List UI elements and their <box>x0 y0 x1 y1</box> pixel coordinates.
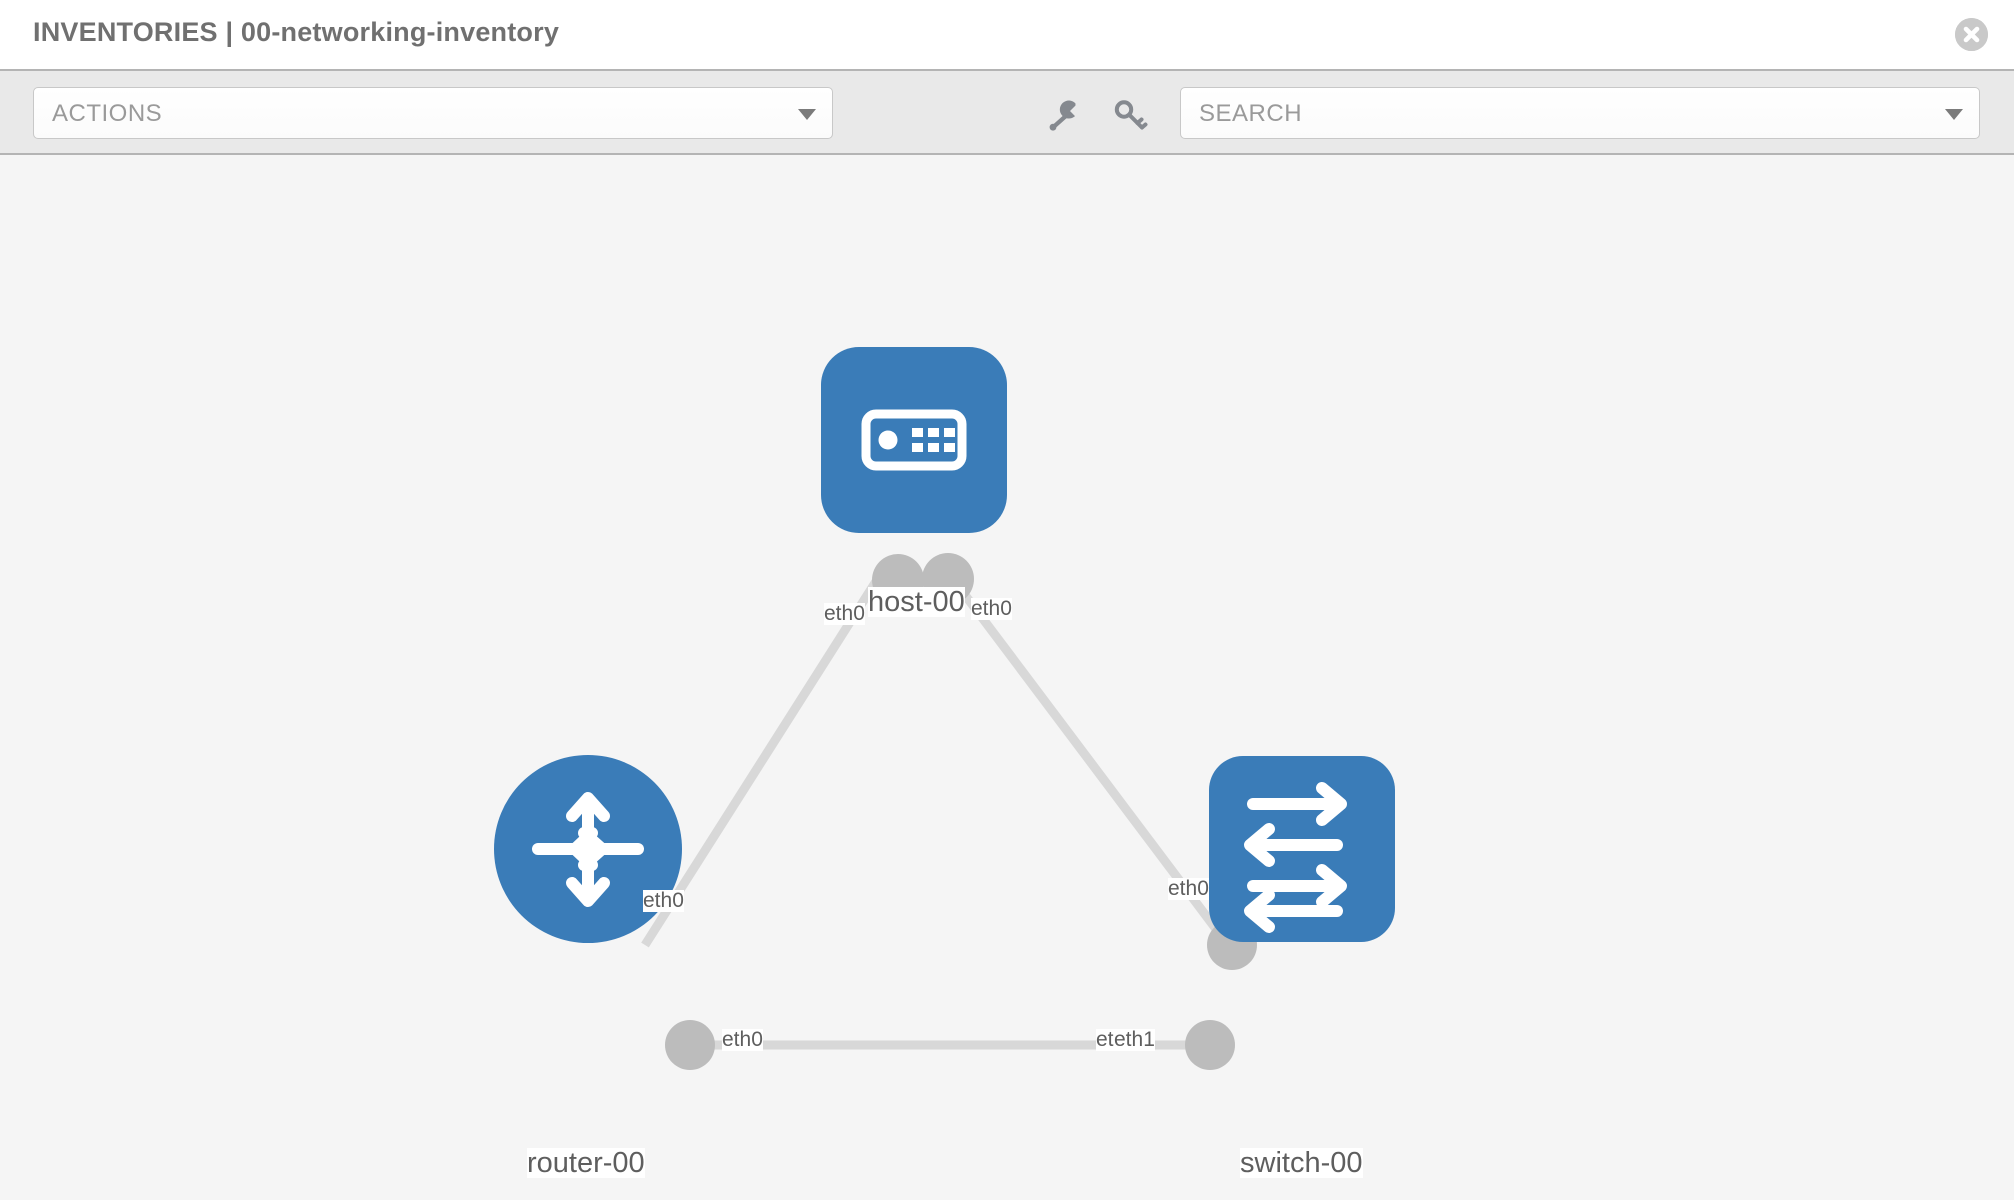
link-host00-router00 <box>641 572 884 948</box>
chevron-down-icon[interactable] <box>1945 109 1963 120</box>
toolbar: ACTIONS SEARCH <box>0 69 2014 155</box>
topology-interfaces <box>665 553 1257 1070</box>
wrench-icon[interactable] <box>1044 95 1084 135</box>
topology-canvas[interactable]: eth0 host-00 eth0 eth0 eth0 eth0 eth0 et… <box>0 155 2014 1200</box>
interface-label: eth0 <box>971 597 1012 621</box>
node-router-00 <box>494 755 682 943</box>
router-arrows-icon <box>532 792 644 907</box>
page-header: INVENTORIES | 00-networking-inventory <box>0 0 2014 69</box>
interface-label: eth0 <box>722 1028 763 1052</box>
interface-label: eth0 <box>1168 877 1209 901</box>
interface-label: eth0 <box>824 602 865 626</box>
close-icon[interactable] <box>1955 18 1988 51</box>
server-icon <box>861 409 967 471</box>
search-placeholder: SEARCH <box>1199 100 1303 127</box>
actions-dropdown-label: ACTIONS <box>52 100 163 127</box>
page-title: INVENTORIES | 00-networking-inventory <box>33 17 560 47</box>
topology-links <box>641 572 1232 1050</box>
interface-label: eth1 <box>1114 1028 1155 1052</box>
topology-graph <box>494 347 1395 1070</box>
node-host-00 <box>821 347 1007 533</box>
node-label-host-00: host-00 <box>868 586 965 618</box>
node-switch-00 <box>1209 756 1395 942</box>
switch-arrows-icon <box>1244 782 1347 933</box>
chevron-down-icon <box>798 109 816 120</box>
interface-label: eth0 <box>643 889 684 913</box>
key-icon[interactable] <box>1110 95 1150 135</box>
node-label-switch-00: switch-00 <box>1240 1147 1363 1179</box>
search-input[interactable]: SEARCH <box>1180 87 1980 139</box>
interface-blob-router-right <box>665 1020 715 1070</box>
interface-blob-switch-left <box>1185 1020 1235 1070</box>
node-label-router-00: router-00 <box>527 1147 645 1179</box>
actions-dropdown[interactable]: ACTIONS <box>33 87 833 139</box>
